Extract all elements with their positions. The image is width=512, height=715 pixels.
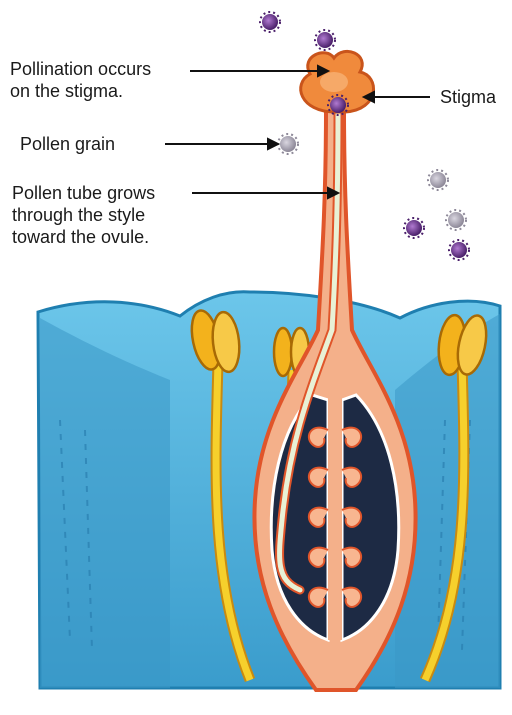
label-pollination: Pollination occurs on the stigma. <box>10 58 151 102</box>
leader-lines <box>165 66 430 198</box>
pollen-grain-purple <box>404 218 424 238</box>
pollen-grain-purple <box>315 30 335 50</box>
label-stigma: Stigma <box>440 86 496 108</box>
label-pollen-tube: Pollen tube grows through the style towa… <box>12 182 155 248</box>
pollen-grain-purple <box>260 12 280 32</box>
pollen-grain-purple <box>449 240 469 260</box>
pollen-grain-gray <box>446 210 466 230</box>
label-pollen-grain: Pollen grain <box>20 133 115 155</box>
pollen-grain-gray <box>278 134 298 154</box>
pollen-grains <box>260 12 469 260</box>
pollen-grain-gray <box>428 170 448 190</box>
